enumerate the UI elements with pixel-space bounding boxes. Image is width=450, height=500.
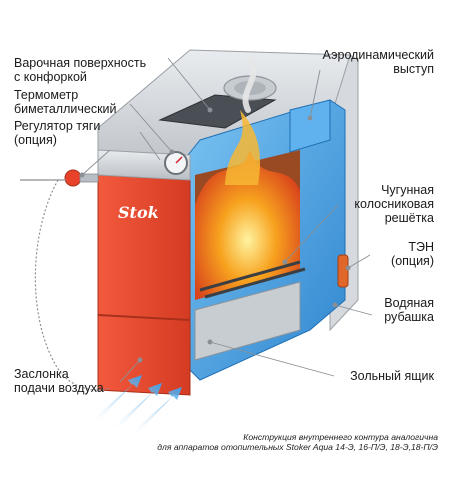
flame-tongue: [225, 110, 261, 185]
footnote: Конструкция внутреннего контура аналогич…: [157, 432, 438, 452]
leader-lines: [79, 57, 373, 383]
label-air-damper: Заслонка подачи воздуха: [14, 367, 104, 395]
ash-box: [194, 281, 301, 361]
brand-logo: Stok: [118, 203, 159, 222]
draft-regulator-icon: [64, 169, 82, 187]
label-grate: Чугунная колосниковая решётка: [354, 183, 434, 225]
label-cooking-surface: Варочная поверхность с конфоркой: [14, 56, 147, 84]
air-arrows: [92, 375, 182, 436]
label-ash-box: Зольный ящик: [350, 369, 434, 383]
heater-icon: [337, 254, 349, 288]
aero-ledge-shape: [289, 99, 331, 153]
label-draft-regulator: Регулятор тяги (опция): [14, 119, 101, 147]
label-aero-ledge: Аэродинамический выступ: [322, 48, 434, 76]
smoke: [242, 57, 257, 113]
label-thermometer: Термометр биметаллический: [14, 88, 117, 116]
grate-bars: [199, 260, 306, 299]
door-split: [97, 314, 191, 321]
fire: [195, 150, 300, 300]
label-heater: ТЭН (опция): [391, 240, 434, 268]
label-water-jacket: Водяная рубашка: [384, 296, 434, 324]
